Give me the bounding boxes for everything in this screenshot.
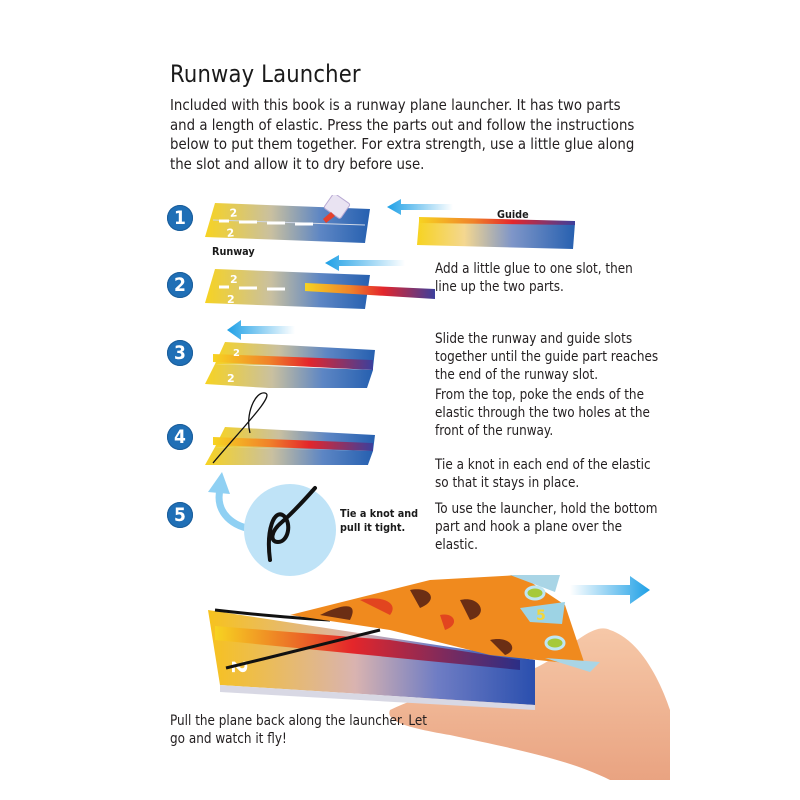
svg-text:2: 2: [233, 348, 240, 359]
guide-label: Guide: [497, 208, 529, 221]
step-1-text: Add a little glue to one slot, then line…: [435, 261, 633, 295]
step4-illustration: [205, 385, 425, 465]
step1-illustration: 2 2: [205, 195, 655, 255]
step-3-text: From the top, poke the ends of the elast…: [435, 387, 650, 439]
knot-tip-line2: pull it tight.: [340, 521, 406, 534]
step-number-2: 2: [167, 272, 193, 298]
launcher-photo: 2 5: [190, 560, 670, 780]
knot-detail: [200, 460, 340, 580]
knot-tip: Tie a knot and pull it tight.: [340, 507, 418, 535]
plane-number: 5: [536, 608, 546, 624]
svg-text:2: 2: [230, 273, 238, 286]
step-number-4: 4: [167, 424, 193, 450]
fly-direction-arrow-icon: [570, 576, 650, 604]
step2-illustration: 2 2: [205, 255, 465, 315]
step-number-1: 1: [167, 205, 193, 231]
runway-label: Runway: [212, 245, 255, 258]
step3-illustration: 2 2: [205, 318, 425, 388]
step-5-text: To use the launcher, hold the bottom par…: [435, 501, 658, 553]
svg-text:2: 2: [229, 206, 238, 220]
intro-paragraph: Included with this book is a runway plan…: [170, 96, 635, 173]
step-number-5: 5: [167, 502, 193, 528]
svg-text:2: 2: [226, 226, 235, 240]
step-4-text: Tie a knot in each end of the elastic so…: [435, 457, 651, 491]
svg-text:2: 2: [227, 293, 235, 306]
knot-tip-line1: Tie a knot and: [340, 507, 419, 520]
launch-caption: Pull the plane back along the launcher. …: [170, 713, 428, 747]
step-2-text: Slide the runway and guide slots togethe…: [435, 331, 659, 383]
step-number-3: 3: [167, 340, 193, 366]
page-title: Runway Launcher: [170, 60, 361, 88]
svg-text:2: 2: [227, 372, 235, 385]
